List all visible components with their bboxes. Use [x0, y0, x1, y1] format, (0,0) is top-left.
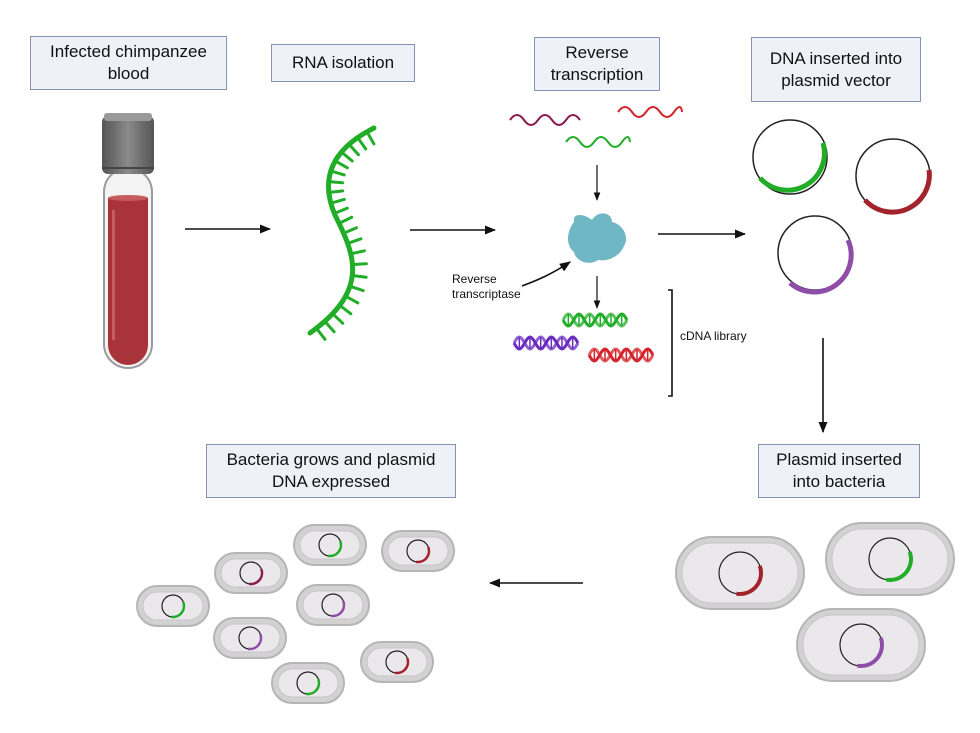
bacterium-icon	[213, 617, 287, 659]
blood-tube-icon	[102, 113, 154, 369]
cdna-helices	[512, 312, 655, 363]
label-plasmid-vector: DNA inserted into plasmid vector	[751, 37, 921, 102]
dna-helix-icon	[587, 347, 655, 363]
bacterium-icon	[293, 524, 367, 566]
bacterium-icon	[214, 552, 288, 594]
plasmid-icon	[752, 119, 828, 195]
enzyme-pointer-arrow	[521, 261, 571, 287]
mrna-green	[565, 136, 631, 148]
label-plasmid-bacteria: Plasmid inserted into bacteria	[758, 444, 920, 498]
label-rna-isolation: RNA isolation	[271, 44, 415, 82]
bacterium-icon	[271, 662, 345, 704]
label-bacteria-grows: Bacteria grows and plasmid DNA expressed	[206, 444, 456, 498]
mrna-maroon	[509, 114, 581, 126]
dna-helix-icon	[561, 312, 629, 328]
label-reverse-transcriptase: Reverse transcriptase	[452, 272, 521, 301]
bacterium-icon	[136, 585, 210, 627]
mrna-red	[617, 106, 683, 118]
bacterium-icon	[296, 584, 370, 626]
bacterium-icon	[381, 530, 455, 572]
bacterium-icon	[360, 641, 434, 683]
label-cdna-library: cDNA library	[680, 329, 747, 343]
enzyme-icon	[568, 213, 627, 263]
cdna-library-bracket	[668, 289, 673, 397]
dna-helix-icon	[512, 335, 580, 351]
plasmid-icon	[777, 215, 854, 295]
bacterium-icon	[825, 522, 955, 596]
label-blood: Infected chimpanzee blood	[30, 36, 227, 90]
rna-strand-icon	[307, 125, 377, 341]
bacterium-icon	[796, 608, 926, 682]
plasmid-icon	[855, 138, 932, 215]
label-reverse-transcription: Reverse transcription	[534, 37, 660, 91]
bacterium-icon	[675, 536, 805, 610]
